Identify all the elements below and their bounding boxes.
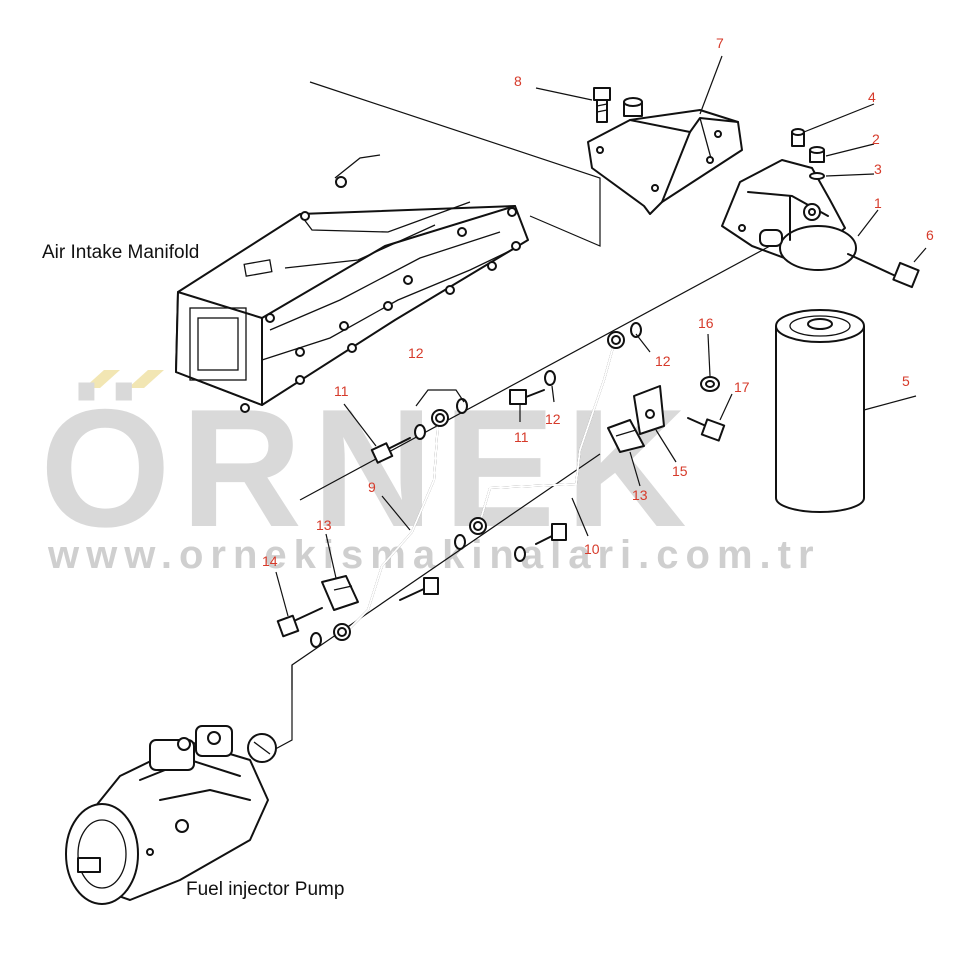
callout-1: 1 <box>874 195 882 211</box>
callout-14: 14 <box>262 553 278 569</box>
callout-15: 15 <box>672 463 688 479</box>
bolt-lower-b <box>535 523 567 545</box>
callout-2: 2 <box>872 131 880 147</box>
clamp-13b <box>607 419 645 453</box>
fuel-tube-9 <box>333 409 449 641</box>
washer-3 <box>809 172 825 180</box>
washer-lower-a <box>454 534 466 550</box>
callout-6: 6 <box>926 227 934 243</box>
washer-12a <box>414 424 426 440</box>
watermark-url: www.ornekismakinalari.com.tr <box>47 533 821 577</box>
fuel-filter <box>775 309 865 513</box>
washer-12b <box>456 398 468 414</box>
plug-2 <box>809 146 825 163</box>
banjo-bolt-11a <box>370 437 411 464</box>
caption-fuel-injector-pump: Fuel injector Pump <box>186 879 344 900</box>
bolt-6 <box>847 253 920 289</box>
bolt-17 <box>687 417 726 442</box>
callout-leaders <box>275 55 927 617</box>
washer-lower-b <box>514 546 526 562</box>
bolt-8 <box>593 87 611 123</box>
callout-16: 16 <box>698 315 714 331</box>
callout-12b: 12 <box>545 411 561 427</box>
callout-11b: 11 <box>514 429 529 445</box>
filter-bracket <box>587 97 743 215</box>
bracket-15 <box>633 385 665 435</box>
plug-4 <box>791 128 805 147</box>
watermark-accent-right <box>128 370 164 388</box>
callouts: 1 2 3 4 5 6 7 8 9 10 11 11 12 12 12 13 1… <box>262 35 934 569</box>
fuel-injector-pump <box>65 725 277 905</box>
callout-13a: 13 <box>316 517 332 533</box>
callout-17: 17 <box>734 379 750 395</box>
air-intake-manifold <box>175 154 529 413</box>
callout-11a: 11 <box>334 383 349 399</box>
callout-9: 9 <box>368 479 376 495</box>
callout-4: 4 <box>868 89 876 105</box>
callout-3: 3 <box>874 161 882 177</box>
washer-12c <box>544 370 556 386</box>
washer-lower-c <box>310 632 322 648</box>
callout-13b: 13 <box>632 487 648 503</box>
callout-12c: 12 <box>655 353 671 369</box>
filter-head <box>721 159 857 271</box>
bolt-14 <box>276 607 323 638</box>
clamp-13a <box>321 575 359 611</box>
washer-12d <box>630 322 642 338</box>
callout-10: 10 <box>584 541 600 557</box>
watermark-accent-left <box>84 370 120 388</box>
banjo-bolt-11b <box>509 389 545 405</box>
callout-8: 8 <box>514 73 522 89</box>
caption-air-intake-manifold: Air Intake Manifold <box>42 242 199 263</box>
callout-5: 5 <box>902 373 910 389</box>
watermark: ÖRNEK www.ornekismakinalari.com.tr <box>40 370 821 577</box>
fuel-tube-10 <box>469 331 625 535</box>
bracket-leader <box>309 81 601 247</box>
bolt-lower-a <box>399 577 439 601</box>
callout-7: 7 <box>716 35 724 51</box>
nut-16 <box>700 376 720 392</box>
callout-12a: 12 <box>408 345 424 361</box>
